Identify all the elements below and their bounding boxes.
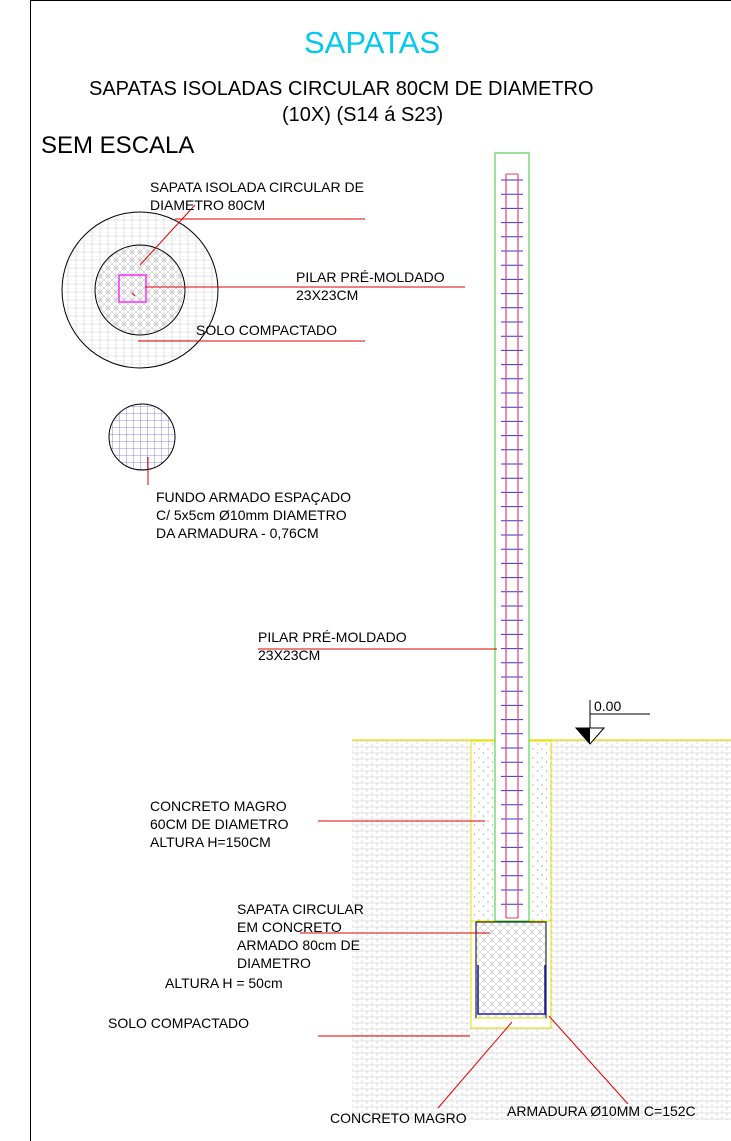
footing-rebar	[477, 965, 546, 1015]
rebar-label: ARMADURA Ø10MM C=152C	[507, 1103, 696, 1119]
reinforcement-label-line2: C/ 5x5cm Ø10mm DIAMETRO	[156, 507, 347, 523]
level-mark-value: 0.00	[594, 698, 622, 714]
reinforcement-label-line1: FUNDO ARMADO ESPAÇADO	[156, 489, 351, 505]
drawing-frame	[30, 0, 731, 1141]
drawing-subtitle-line1: SAPATAS ISOLADAS CIRCULAR 80CM DE DIAMET…	[89, 78, 594, 100]
plan-footing-label-line2: DIAMETRO 80CM	[150, 197, 266, 213]
lean-concrete-label-line2: 60CM DE DIAMETRO	[150, 816, 289, 832]
section-soil-label: SOLO COMPACTADO	[108, 1015, 250, 1031]
plan-footing-label-line1: SAPATA ISOLADA CIRCULAR DE	[150, 179, 364, 195]
footing-label-line3: ARMADO 80cm DE	[237, 937, 360, 953]
footing-label-line2: EM CONCRETO	[237, 919, 342, 935]
plan-column-square	[118, 274, 147, 303]
plan-soil-label: SOLO COMPACTADO	[196, 322, 338, 338]
section-column-label-line1: PILAR PRÉ-MOLDADO	[258, 629, 407, 645]
column-stirrups	[501, 179, 523, 905]
section-column-label-line2: 23X23CM	[258, 647, 321, 663]
base-lean-concrete-label: CONCRETO MAGRO	[330, 1110, 467, 1126]
column-section	[494, 152, 530, 922]
footing-label-line4: DIAMETRO	[237, 955, 311, 971]
plan-column-label-line1: PILAR PRÉ-MOLDADO	[296, 269, 445, 285]
lean-concrete-label-line1: CONCRETO MAGRO	[150, 798, 287, 814]
reinforcement-label-line3: DA ARMADURA - 0,76CM	[156, 525, 319, 541]
lean-concrete-label-line3: ALTURA H=150CM	[150, 834, 271, 850]
plan-column-label-line2: 23X23CM	[296, 287, 359, 303]
drawing-title: SAPATAS	[304, 25, 441, 60]
footing-label-line1: SAPATA CIRCULAR	[237, 901, 364, 917]
plan-view-footing	[61, 204, 465, 369]
drawing-subtitle-line2: (10X) (S14 á S23)	[282, 104, 444, 126]
reinforcement-detail	[108, 403, 176, 485]
section-view	[258, 152, 731, 1120]
footing-height-label: ALTURA H = 50cm	[165, 975, 283, 991]
scale-note: SEM ESCALA	[41, 132, 195, 159]
